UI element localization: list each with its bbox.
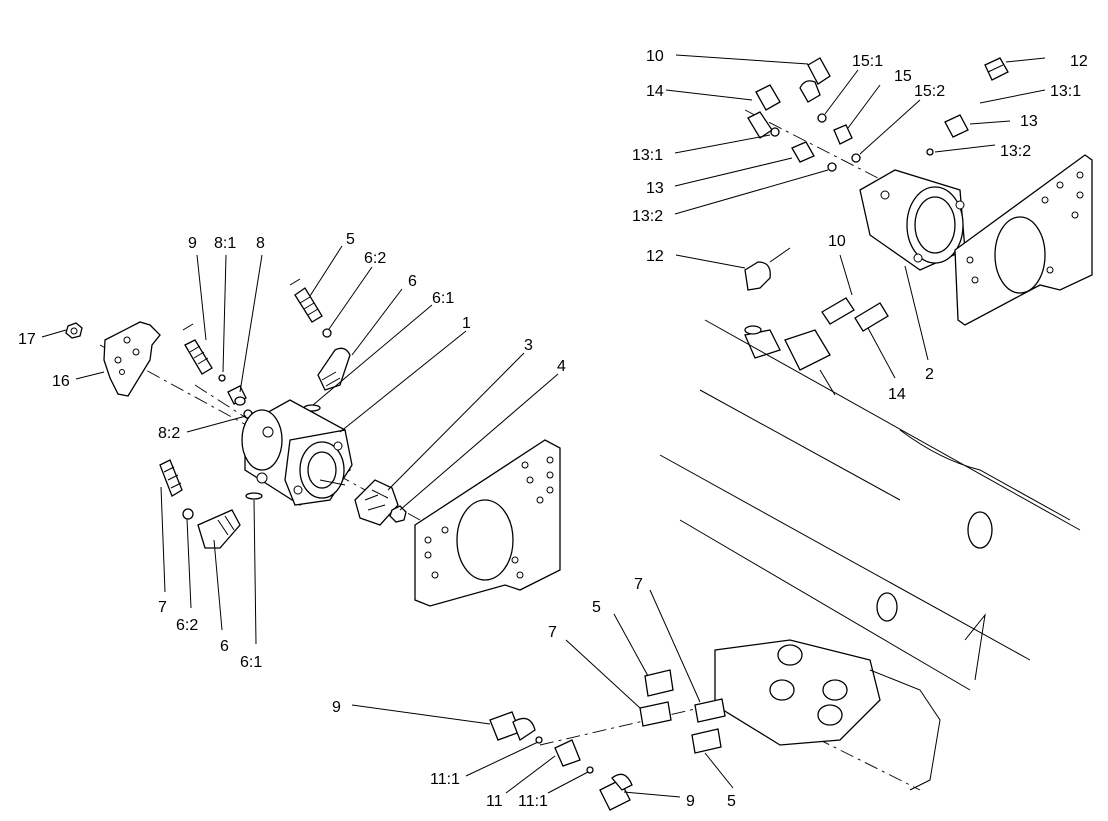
callout-5-lower: 5 — [727, 793, 736, 810]
callout-13-2-right: 13:2 — [1000, 143, 1031, 160]
callout-8: 8 — [256, 235, 265, 252]
callout-6-lower: 6 — [220, 638, 229, 655]
callout-9: 9 — [188, 235, 197, 252]
hose-fitting-part-9 — [182, 323, 213, 375]
callout-2: 2 — [925, 366, 934, 383]
hose-part-12-mid — [744, 247, 791, 291]
callout-13-right: 13 — [1020, 113, 1038, 130]
right-motor-assembly — [659, 57, 1093, 691]
elbow-part-6-lower — [197, 509, 241, 549]
callout-15-2: 15:2 — [914, 83, 945, 100]
oring-part-11-1-right — [586, 766, 594, 774]
adapter-part-8 — [227, 385, 247, 406]
hose-part-9-left — [489, 711, 536, 741]
callout-12-mid: 12 — [646, 248, 664, 265]
mounting-plate-right — [954, 154, 1093, 326]
mounting-plate-left — [414, 439, 561, 607]
callout-6: 6 — [408, 273, 417, 290]
coupling-part-3 — [354, 479, 399, 526]
callout-6-1-lower: 6:1 — [240, 654, 262, 671]
oring-part-6-1-lower — [245, 492, 263, 500]
nut-part-17 — [65, 322, 83, 339]
hose-part-5-upper — [644, 669, 674, 697]
hose-part-7-right — [694, 698, 726, 723]
callout-3: 3 — [524, 337, 533, 354]
callout-labels: 17 16 9 8:1 8 8:2 5 6:2 6 6:1 1 3 4 7 6:… — [18, 48, 1088, 810]
callout-5: 5 — [346, 231, 355, 248]
left-motor-assembly — [65, 278, 561, 607]
hose-part-7-left — [639, 701, 672, 727]
callout-15: 15 — [894, 68, 912, 85]
hose-part-10-top — [799, 57, 831, 103]
valve-block — [744, 325, 836, 396]
hose-part-14-mid — [854, 302, 889, 332]
callout-15-1: 15:1 — [852, 53, 883, 70]
callout-11-1-left: 11:1 — [430, 771, 460, 788]
oring-part-6-2-lower — [182, 508, 194, 520]
callout-12-top: 12 — [1070, 53, 1088, 70]
callout-6-2: 6:2 — [364, 250, 386, 267]
callout-9-right: 9 — [686, 793, 695, 810]
oring-part-6-2 — [322, 328, 332, 338]
nut-part-4 — [389, 505, 407, 523]
adapter-part-13-right — [944, 114, 969, 138]
callout-13-1-right: 13:1 — [1050, 83, 1081, 100]
callout-8-1: 8:1 — [214, 235, 236, 252]
oring-part-13-2-left — [827, 162, 837, 172]
frame-rail — [659, 319, 1081, 691]
oring-part-15-1 — [817, 113, 827, 123]
hose-part-10-mid — [821, 297, 855, 325]
adapter-part-11 — [554, 739, 581, 767]
hose-part-5 — [289, 278, 323, 323]
callout-9-left: 9 — [332, 699, 341, 716]
hose-part-7 — [159, 459, 183, 497]
callout-6-1: 6:1 — [432, 290, 454, 307]
oring-part-13-1-left — [770, 127, 780, 137]
callout-8-2: 8:2 — [158, 425, 180, 442]
callout-11: 11 — [486, 793, 503, 810]
callout-6-2-lower: 6:2 — [176, 617, 198, 634]
bottom-valve-assembly — [489, 639, 941, 811]
valve-manifold — [714, 639, 941, 791]
callout-14-mid: 14 — [888, 386, 906, 403]
callout-17: 17 — [18, 331, 36, 348]
hydraulic-motor-part-1 — [241, 399, 353, 506]
callout-13-1-left: 13:1 — [632, 147, 663, 164]
callout-11-1-right: 11:1 — [518, 793, 548, 810]
oring-part-15-2 — [851, 153, 861, 163]
hydraulic-motor-part-2 — [859, 169, 966, 271]
bracket-part-16 — [103, 321, 161, 397]
adapter-part-13-left — [791, 141, 815, 163]
hose-part-9-right — [599, 773, 633, 811]
callout-13-2-left: 13:2 — [632, 208, 663, 225]
callout-10-mid: 10 — [828, 233, 846, 250]
callout-14-top: 14 — [646, 83, 664, 100]
elbow-part-6 — [317, 347, 351, 391]
hose-part-12-top — [984, 57, 1009, 81]
callout-1: 1 — [462, 315, 471, 332]
leader-lines — [41, 54, 1046, 798]
callout-13-left: 13 — [646, 180, 664, 197]
callout-7: 7 — [158, 599, 167, 616]
callout-16: 16 — [52, 373, 70, 390]
adapter-part-15 — [833, 124, 853, 145]
callout-4: 4 — [557, 358, 566, 375]
oring-part-8-1 — [218, 374, 226, 382]
callout-10-top: 10 — [646, 48, 664, 65]
callout-7-lower: 7 — [548, 624, 557, 641]
callout-7-upper: 7 — [634, 576, 643, 593]
oring-part-11-1-left — [535, 736, 543, 744]
hose-part-5-lower — [691, 728, 722, 754]
oring-part-13-2-right — [926, 148, 934, 156]
callout-5-upper: 5 — [592, 599, 601, 616]
